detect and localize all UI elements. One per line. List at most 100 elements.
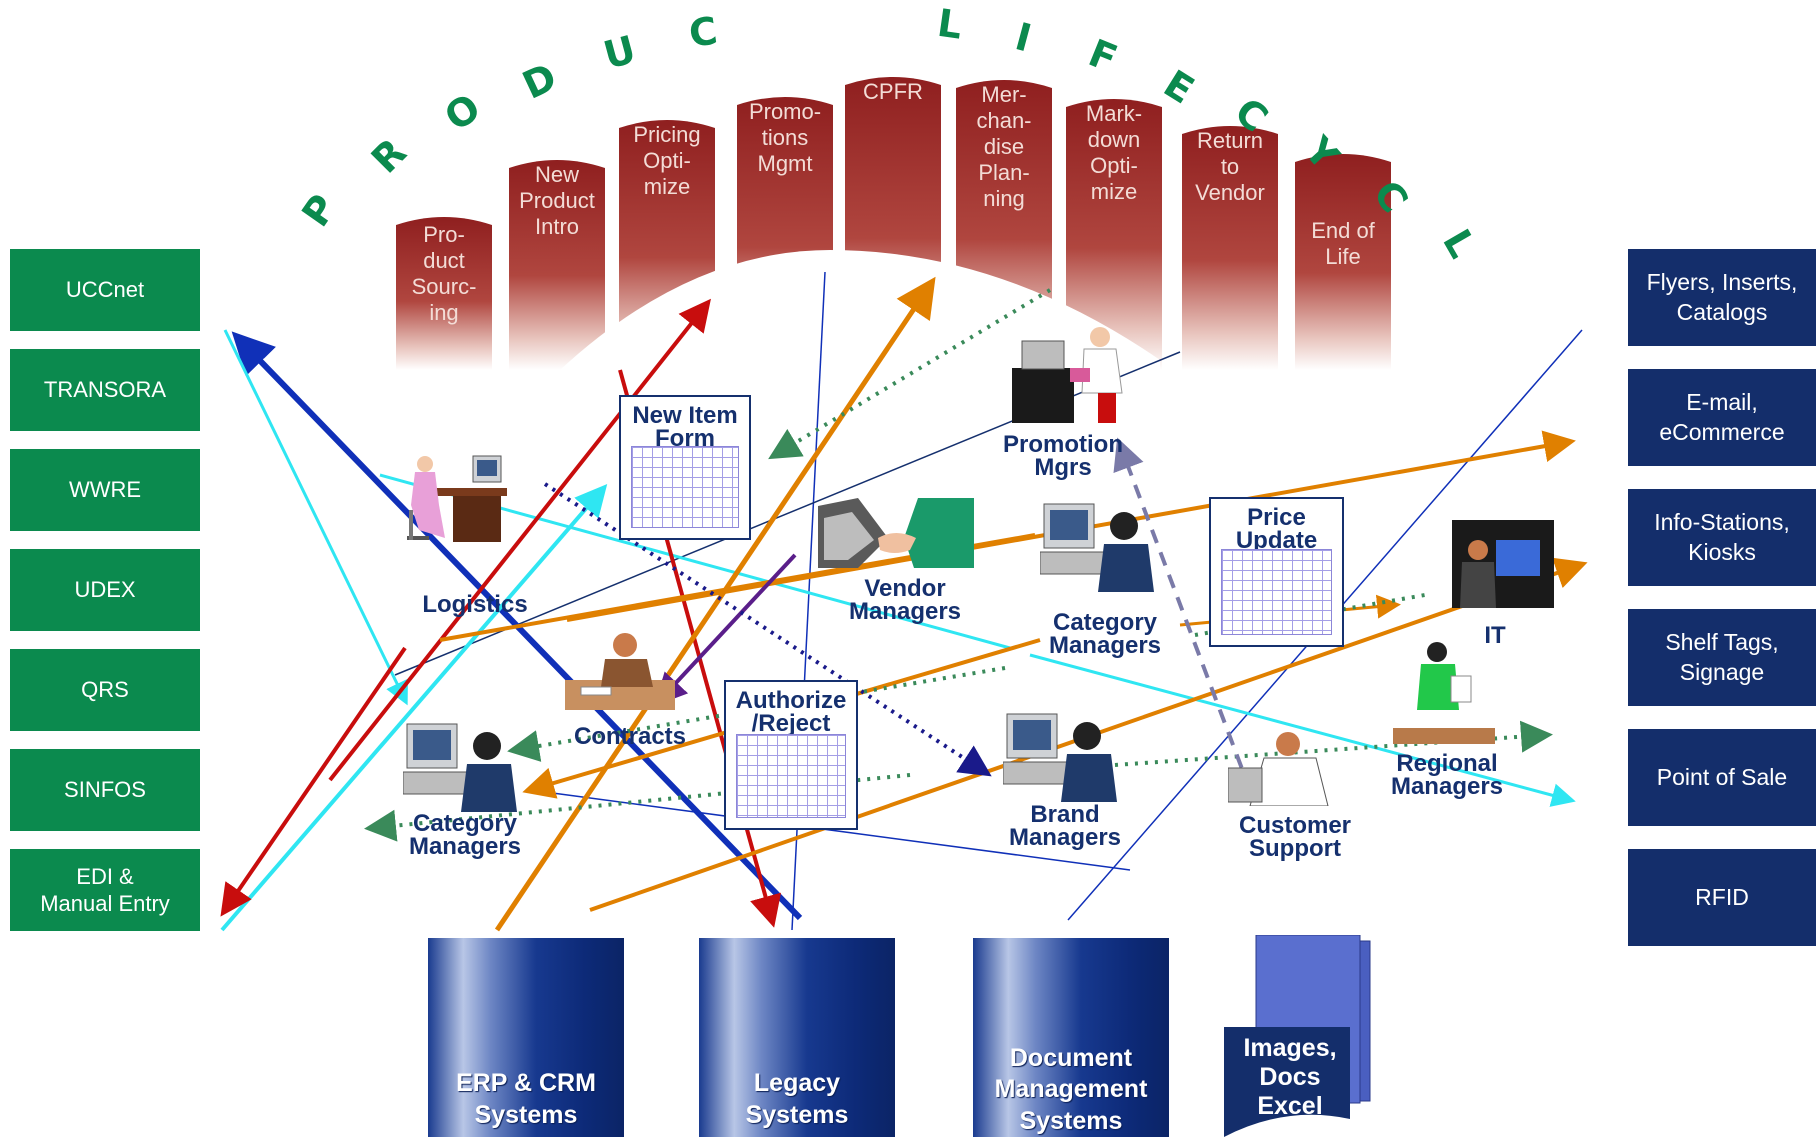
- channel-box: Shelf Tags, Signage: [1628, 609, 1816, 706]
- lifecycle-stage-label: mize: [644, 174, 690, 199]
- arrow-red: [328, 298, 711, 782]
- lifecycle-stage-label: Return: [1197, 128, 1263, 153]
- regional-managers-label: Regional Managers: [1390, 750, 1504, 800]
- lifecycle-stage-label: Life: [1325, 244, 1360, 269]
- lifecycle-stage-label: Pro-: [423, 222, 465, 247]
- channel-box: Point of Sale: [1628, 729, 1816, 826]
- lifecycle-stage-bar: [396, 217, 492, 370]
- lifecycle-stage-label: Opti-: [643, 148, 691, 173]
- customer-support-icon: [1228, 732, 1329, 806]
- it-label: IT: [1484, 622, 1506, 649]
- erp-crm-systems-db: ERP & CRM Systems: [428, 938, 624, 1137]
- channel-box: E-mail, eCommerce: [1628, 369, 1816, 466]
- document-management-db: Document Management Systems: [973, 938, 1169, 1137]
- lifecycle-stage-label: Intro: [535, 214, 579, 239]
- contracts-label: Contracts: [573, 723, 687, 750]
- new-item-form-title: New Item Form: [632, 402, 738, 452]
- arrow-green-dotted: [1114, 720, 1553, 767]
- lifecycle-stage-bar: [1066, 99, 1162, 370]
- arrow-green-dotted: [507, 666, 1006, 762]
- lifecycle-stage-label: Sourc-: [412, 274, 477, 299]
- erp-crm-label: ERP & CRM Systems: [456, 1069, 596, 1129]
- arrow-orange: [494, 276, 936, 932]
- vendor-handshake-icon: [818, 498, 974, 568]
- lifecycle-stage-label: End of: [1311, 218, 1375, 243]
- lifecycle-stage-label: ning: [983, 186, 1025, 211]
- images-docs-stack-icon: [1224, 935, 1371, 1137]
- legacy-systems-db: Legacy Systems: [699, 938, 895, 1137]
- channel-box: RFID: [1628, 849, 1816, 946]
- promotion-mgrs-label: Promotion Mgrs: [1003, 431, 1123, 481]
- source-box: EDI & Manual Entry: [10, 849, 200, 931]
- source-box: SINFOS: [10, 749, 200, 831]
- lifecycle-stage-label: Mark-: [1086, 101, 1142, 126]
- lifecycle-title-letter: C: [686, 8, 720, 55]
- arrow-red: [220, 646, 407, 917]
- price-update-form: Price Update: [1209, 497, 1344, 647]
- lifecycle-stage-label: Promo-: [749, 99, 821, 124]
- promotion-mgrs-person-icon: [1012, 327, 1123, 423]
- source-box: UCCnet: [10, 249, 200, 331]
- lifecycle-stage-label: to: [1221, 154, 1239, 179]
- source-box: TRANSORA: [10, 349, 200, 431]
- category-managers-left-icon: [403, 723, 517, 812]
- logistics-label: Logistics: [422, 591, 528, 618]
- price-update-title: Price Update: [1235, 504, 1318, 554]
- lifecycle-stage-label: duct: [423, 248, 465, 273]
- lifecycle-stage-label: Mgmt: [758, 151, 813, 176]
- images-docs-label: Images, Docs Excel: [1243, 1034, 1337, 1120]
- lifecycle-stage-label: Plan-: [978, 160, 1029, 185]
- arrow-purple: [654, 553, 797, 706]
- lifecycle-stage-bar: [1295, 154, 1391, 370]
- lifecycle-stage-bar: [1182, 126, 1278, 370]
- lifecycle-stage-label: New: [535, 162, 579, 187]
- customer-support-label: Customer Support: [1238, 812, 1352, 862]
- arrow-navy-dotted: [543, 482, 992, 777]
- form-grid: [1221, 549, 1332, 635]
- arrow-cyan: [223, 329, 408, 706]
- source-box: QRS: [10, 649, 200, 731]
- category-managers-center-icon: [1040, 503, 1154, 592]
- lifecycle-stage-bar: [509, 160, 605, 370]
- authorize-reject-title: Authorize /Reject: [735, 687, 847, 737]
- category-managers-left-label: Category Managers: [408, 810, 522, 860]
- lifecycle-stage-label: down: [1088, 127, 1141, 152]
- authorize-reject-form: Authorize /Reject: [724, 680, 858, 830]
- arrow-cyan: [1029, 653, 1576, 807]
- lifecycle-stage-label: Pricing: [633, 122, 700, 147]
- lifecycle-stage-label: mize: [1091, 179, 1137, 204]
- lifecycle-stage-label: chan-: [976, 108, 1031, 133]
- lifecycle-stage-label: tions: [762, 125, 808, 150]
- lifecycle-stage-label: Product: [519, 188, 595, 213]
- it-person-icon: [1452, 520, 1554, 608]
- source-box: UDEX: [10, 549, 200, 631]
- legacy-label: Legacy Systems: [745, 1069, 849, 1129]
- source-box: WWRE: [10, 449, 200, 531]
- channel-box: Flyers, Inserts, Catalogs: [1628, 249, 1816, 346]
- arrow-gray-dashed: [1113, 437, 1252, 791]
- brand-managers-label: Brand Managers: [1008, 801, 1122, 851]
- channel-box: Info-Stations, Kiosks: [1628, 489, 1816, 586]
- lifecycle-stage-label: Opti-: [1090, 153, 1138, 178]
- lifecycle-stage-label: Mer-: [981, 82, 1026, 107]
- vendor-managers-label: Vendor Managers: [848, 575, 962, 625]
- form-grid: [736, 734, 846, 818]
- contracts-person-icon: [565, 633, 675, 710]
- arrow-green-dotted: [768, 288, 1052, 460]
- lifecycle-stage-label: CPFR: [863, 79, 923, 104]
- regional-managers-icon: [1393, 642, 1495, 744]
- arrow-blue-thick: [231, 331, 803, 921]
- new-item-form: New Item Form: [619, 395, 751, 540]
- arrow-cyan: [220, 483, 608, 932]
- category-managers-center-label: Category Managers: [1048, 609, 1162, 659]
- brand-managers-icon: [1003, 713, 1117, 802]
- logistics-person-icon: [407, 455, 507, 542]
- document-mgmt-label: Document Management Systems: [994, 1043, 1148, 1135]
